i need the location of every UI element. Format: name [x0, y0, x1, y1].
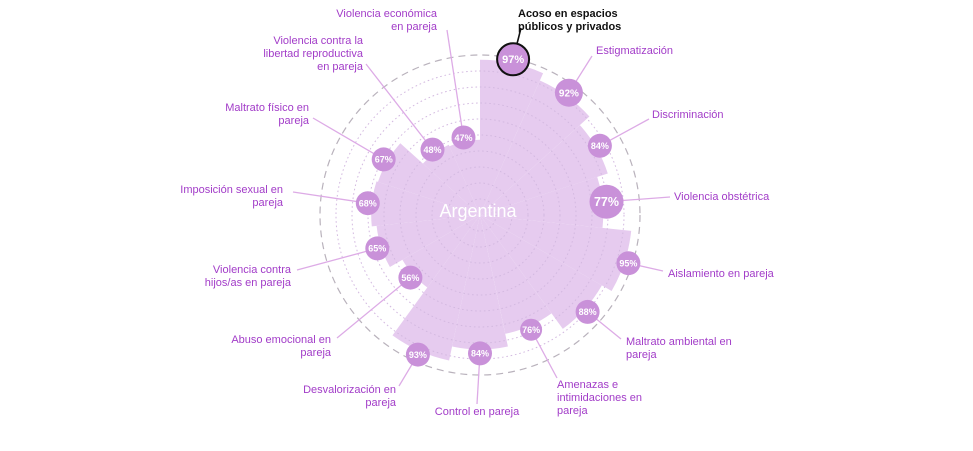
value-bubble-8[interactable]: [405, 342, 430, 367]
value-bubble-7[interactable]: [468, 341, 492, 366]
wedge-7[interactable]: [452, 215, 508, 350]
leader-line-10: [296, 247, 378, 271]
value-bubble-2[interactable]: [587, 133, 612, 158]
category-label-3: Violencia obstétrica: [674, 191, 770, 203]
grid-ring-50: [399, 134, 561, 296]
leader-line-13: [365, 63, 434, 150]
value-bubble-5[interactable]: [575, 299, 600, 324]
leader-line-9: [336, 277, 411, 339]
value-bubble-11[interactable]: [355, 191, 380, 216]
wedge-2[interactable]: [480, 125, 608, 215]
wedge-10[interactable]: [376, 215, 480, 267]
value-label-7: 84%: [471, 349, 489, 359]
wedge-6[interactable]: [480, 215, 552, 334]
value-bubble-12[interactable]: [371, 147, 396, 172]
value-bubble-3[interactable]: [589, 184, 624, 219]
value-label-4: 95%: [619, 258, 637, 268]
value-label-9: 56%: [401, 273, 419, 283]
wedge-11[interactable]: [371, 181, 480, 227]
value-label-11: 68%: [359, 198, 377, 208]
leader-line-12: [312, 117, 385, 160]
wedge-14[interactable]: [449, 139, 480, 215]
category-label-1: Estigmatización: [596, 45, 673, 57]
grid-ring-20: [447, 182, 513, 248]
leader-line-14: [446, 29, 465, 138]
value-bubble-4[interactable]: [616, 251, 641, 276]
value-label-13: 48%: [423, 145, 441, 155]
value-label-14: 47%: [454, 133, 472, 143]
grid-ring-30: [431, 166, 529, 264]
category-label-7: Control en pareja: [435, 406, 520, 418]
value-bubble-6[interactable]: [520, 318, 543, 341]
category-label-4: Aislamiento en pareja: [668, 268, 775, 280]
wedge-4[interactable]: [480, 215, 632, 291]
leader-line-11: [292, 191, 368, 204]
value-bubble-0[interactable]: [496, 42, 531, 77]
value-bubble-1[interactable]: [554, 78, 583, 107]
grid-ring-40: [415, 150, 545, 280]
value-label-5: 88%: [579, 307, 597, 317]
value-bubble-9[interactable]: [398, 265, 423, 290]
value-label-1: 92%: [559, 88, 579, 99]
category-label-2: Discriminación: [652, 109, 724, 121]
grid-ring-100: [319, 54, 641, 376]
value-bubble-10[interactable]: [365, 236, 390, 261]
grid-ring-60: [383, 118, 577, 312]
wedge-8[interactable]: [392, 215, 481, 361]
value-label-8: 93%: [409, 350, 427, 360]
wedge-12[interactable]: [378, 143, 480, 215]
wedge-0[interactable]: [480, 59, 544, 216]
grid-ring-70: [367, 102, 593, 328]
value-label-12: 67%: [375, 155, 393, 165]
value-label-6: 76%: [522, 325, 540, 335]
center-country-label: Argentina: [439, 201, 517, 221]
value-label-10: 65%: [368, 244, 386, 254]
value-bubble-13[interactable]: [420, 137, 445, 162]
wedge-5[interactable]: [480, 215, 602, 329]
value-label-2: 84%: [591, 141, 609, 151]
grid-ring-10: [463, 198, 497, 232]
value-bubble-14[interactable]: [451, 125, 476, 150]
value-label-0: 97%: [502, 54, 524, 66]
wedge-13[interactable]: [422, 144, 480, 215]
value-label-3: 77%: [594, 195, 619, 209]
grid-ring-90: [335, 70, 625, 360]
wedge-9[interactable]: [402, 215, 480, 288]
wedge-1[interactable]: [480, 80, 590, 216]
